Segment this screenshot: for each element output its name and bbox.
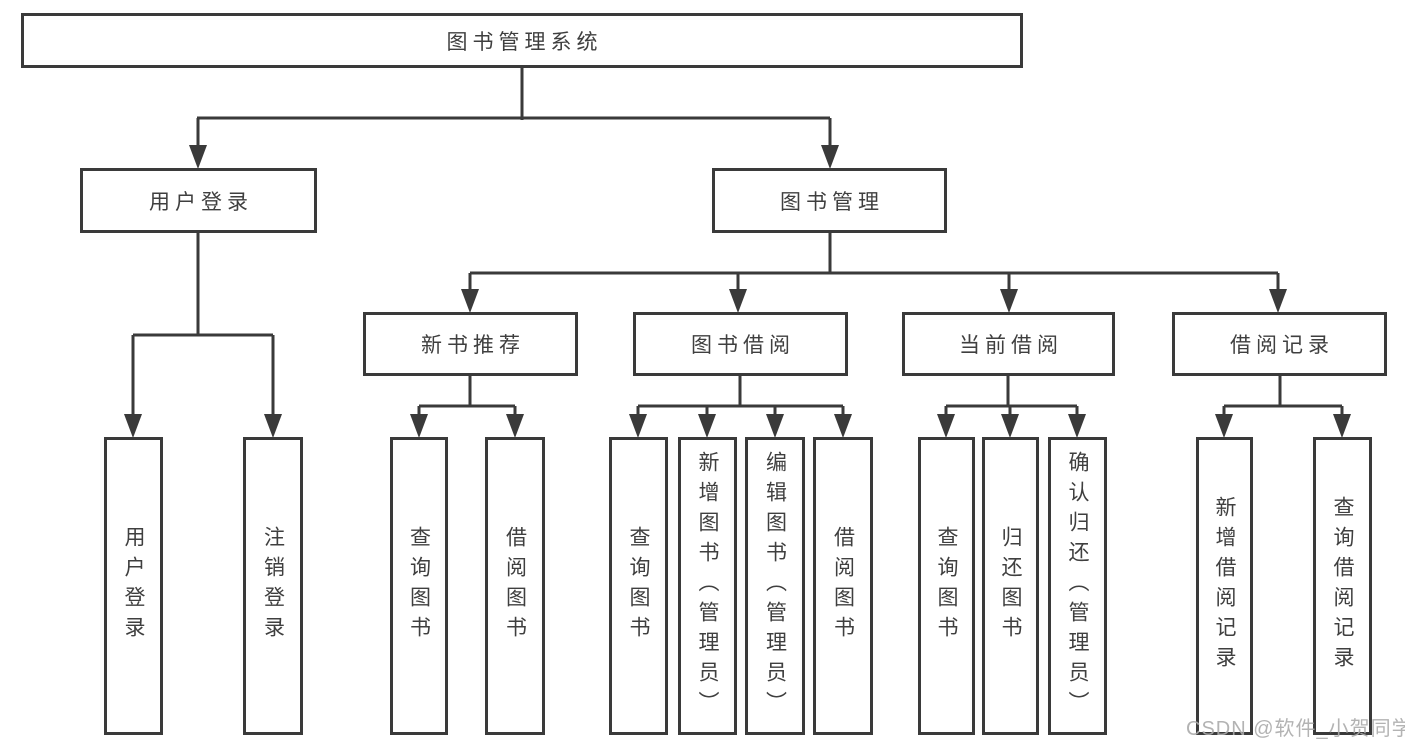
leaf-query-books-recommend-label: 查询图书 <box>407 526 431 646</box>
leaf-edit-books-admin: 编辑图书（管理员） <box>745 437 805 735</box>
node-user-login: 用户登录 <box>80 168 317 233</box>
connector-book-borrow-children <box>636 376 845 417</box>
leaf-query-books-current-label: 查询图书 <box>935 526 958 646</box>
leaf-query-borrow-record-label: 查询借阅记录 <box>1331 496 1354 676</box>
node-root: 图书管理系统 <box>21 13 1023 68</box>
node-book-management-label: 图书管理 <box>780 190 884 214</box>
node-borrow-records-label: 借阅记录 <box>1230 334 1334 357</box>
leaf-add-books-admin: 新增图书（管理员） <box>678 437 737 735</box>
leaf-add-borrow-record-label: 新增借阅记录 <box>1213 496 1236 676</box>
node-current-borrow: 当前借阅 <box>902 312 1115 376</box>
leaf-logout: 注销登录 <box>243 437 303 735</box>
leaf-add-borrow-record: 新增借阅记录 <box>1196 437 1253 735</box>
node-new-book-recommend: 新书推荐 <box>363 312 578 376</box>
leaf-user-login: 用户登录 <box>104 437 163 735</box>
leaf-return-books: 归还图书 <box>982 437 1039 735</box>
leaf-borrow-books-label: 借阅图书 <box>831 526 855 646</box>
node-user-login-label: 用户登录 <box>149 190 253 214</box>
node-root-label: 图书管理系统 <box>446 30 603 54</box>
leaf-logout-label: 注销登录 <box>261 526 285 646</box>
watermark: CSDN @软件_小贺同学 <box>1186 718 1405 740</box>
leaf-confirm-return-admin-label: 确认归还（管理员） <box>1066 451 1089 721</box>
connector-user-login-children <box>131 233 275 417</box>
leaf-query-books-current: 查询图书 <box>918 437 975 735</box>
connector-book-management-children <box>468 233 1280 292</box>
node-borrow-records: 借阅记录 <box>1172 312 1387 376</box>
node-book-management: 图书管理 <box>712 168 947 233</box>
connector-new-book-recommend-children <box>417 376 517 417</box>
leaf-borrow-books-recommend: 借阅图书 <box>485 437 545 735</box>
leaf-query-books-recommend: 查询图书 <box>390 437 448 735</box>
leaf-borrow-books: 借阅图书 <box>813 437 873 735</box>
leaf-return-books-label: 归还图书 <box>999 526 1022 646</box>
node-new-book-recommend-label: 新书推荐 <box>421 334 525 357</box>
leaf-edit-books-admin-label: 编辑图书（管理员） <box>763 451 787 721</box>
leaf-query-borrow-record: 查询借阅记录 <box>1313 437 1372 735</box>
connector-root-to-level2 <box>196 68 832 146</box>
connector-borrow-records-children <box>1222 376 1344 417</box>
leaf-confirm-return-admin: 确认归还（管理员） <box>1048 437 1107 735</box>
leaf-query-books-borrow-label: 查询图书 <box>627 526 650 646</box>
leaf-user-login-label: 用户登录 <box>122 526 145 646</box>
connector-current-borrow-children <box>944 376 1079 417</box>
arrowheads <box>124 145 1351 438</box>
leaf-add-books-admin-label: 新增图书（管理员） <box>696 451 719 721</box>
node-book-borrow: 图书借阅 <box>633 312 848 376</box>
node-current-borrow-label: 当前借阅 <box>959 334 1063 357</box>
node-book-borrow-label: 图书借阅 <box>691 334 795 357</box>
leaf-borrow-books-recommend-label: 借阅图书 <box>503 526 527 646</box>
leaf-query-books-borrow: 查询图书 <box>609 437 668 735</box>
